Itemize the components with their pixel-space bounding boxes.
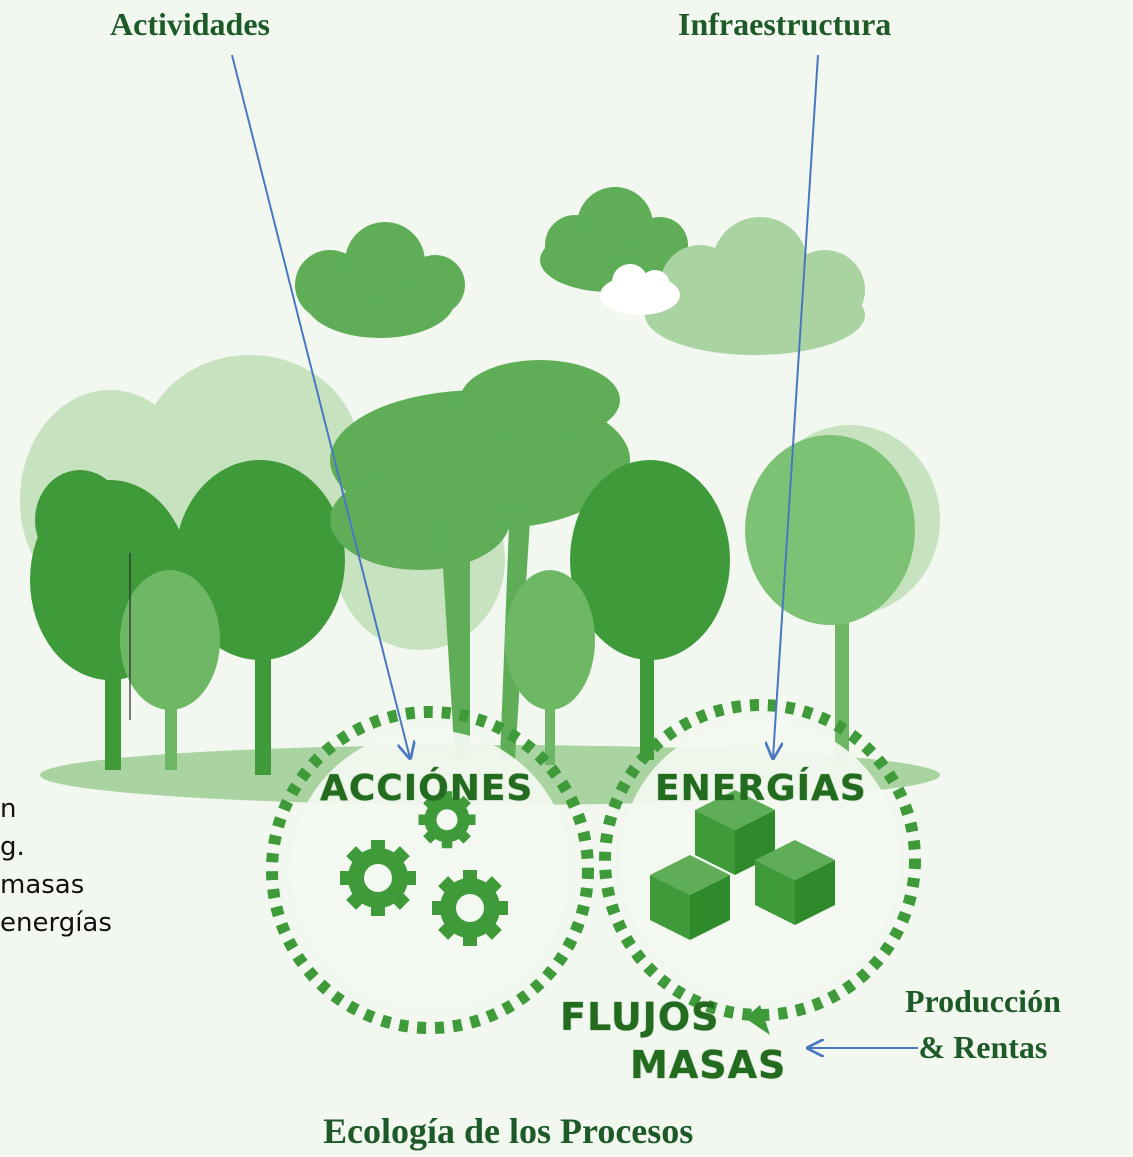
tree-right-small bbox=[505, 570, 595, 765]
cloud-right bbox=[645, 217, 865, 355]
footer-title: Ecología de los Procesos bbox=[323, 1111, 694, 1151]
tree-left-2 bbox=[175, 460, 345, 775]
actions-title: ACCIÓNES bbox=[320, 768, 534, 809]
infrastructure-arrow bbox=[773, 54, 819, 758]
cloud-small-white bbox=[600, 264, 680, 315]
infrastructure-label: Infraestructura bbox=[678, 6, 892, 42]
side-text: n g. masas energías bbox=[0, 790, 112, 942]
production-label-line1: Producción bbox=[905, 983, 1061, 1019]
activities-arrow bbox=[231, 54, 410, 758]
production-label: Producción & Rentas bbox=[905, 978, 1061, 1070]
side-text-line: g. bbox=[0, 832, 25, 862]
actions-circle bbox=[290, 730, 570, 1010]
side-text-line: n bbox=[0, 794, 17, 824]
activities-label: Actividades bbox=[110, 6, 270, 42]
energies-title: ENERGÍAS bbox=[655, 768, 867, 809]
energies-circle-dashes bbox=[599, 699, 921, 1021]
side-text-line: energías bbox=[0, 908, 112, 938]
tree-left-small bbox=[120, 570, 220, 770]
actions-circle-dashes bbox=[266, 706, 594, 1034]
tree-center-right bbox=[570, 460, 730, 760]
side-text-line: masas bbox=[0, 870, 85, 900]
flows-title: FLUJOS bbox=[560, 995, 720, 1039]
cycle-arrow-head bbox=[745, 1005, 770, 1035]
masses-title: MASAS bbox=[630, 1043, 787, 1087]
cloud-left bbox=[295, 222, 465, 338]
production-label-line2: & Rentas bbox=[918, 1029, 1048, 1065]
tree-center-canopy bbox=[330, 360, 630, 760]
